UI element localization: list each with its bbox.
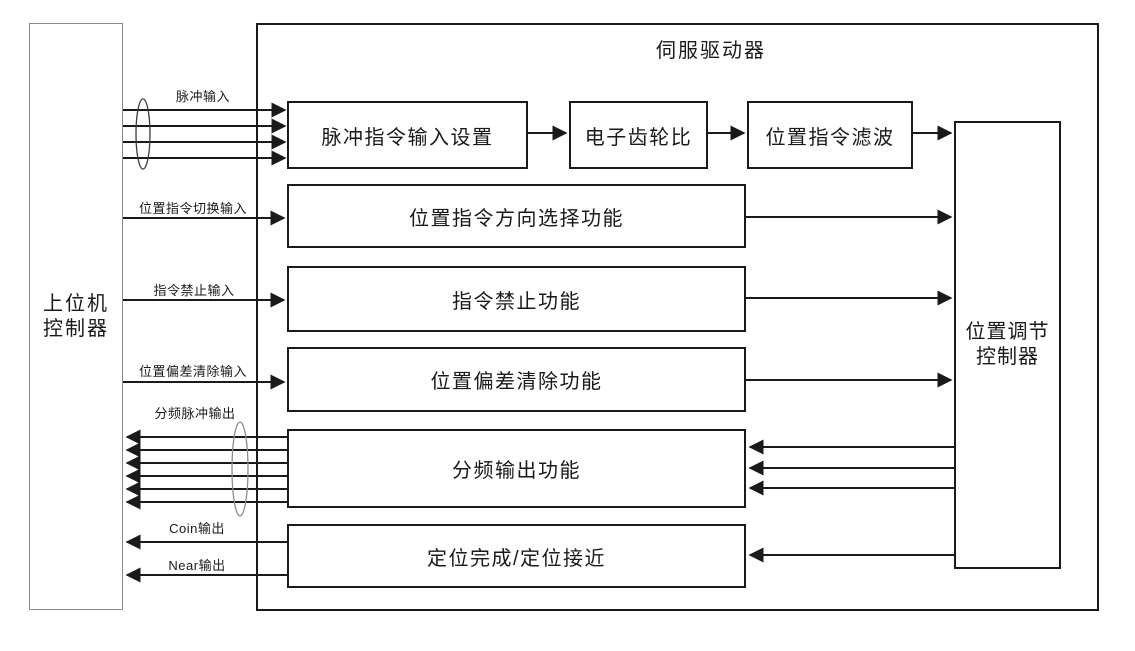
deviation-clear-box: 位置偏差清除功能: [287, 347, 746, 412]
positioning-status-label: 定位完成/定位接近: [426, 547, 607, 570]
electronic-gear-ratio-box: 电子齿轮比: [569, 101, 708, 169]
command-prohibit-box: 指令禁止功能: [287, 266, 746, 332]
signal-label-cmd-switch-input: 位置指令切换输入: [138, 201, 247, 216]
host-controller-box: 上位机 控制器: [29, 23, 123, 610]
position-command-filter-label: 位置指令滤波: [765, 126, 895, 149]
signal-label-deviation-clear-input: 位置偏差清除输入: [138, 364, 247, 379]
freq-division-output-label: 分频输出功能: [452, 460, 581, 482]
position-command-filter-box: 位置指令滤波: [747, 101, 913, 169]
servo-driver-box: [256, 23, 1099, 611]
command-prohibit-label: 指令禁止功能: [452, 290, 581, 313]
signal-label-near-output: Near输出: [168, 558, 226, 573]
host-controller-label-line1: 上位机: [43, 292, 109, 315]
positioning-status-box: 定位完成/定位接近: [287, 524, 746, 588]
signal-label-coin-output: Coin输出: [169, 521, 225, 536]
pulse-command-input-setting-box: 脉冲指令输入设置: [287, 101, 528, 169]
cable-bundle-ellipse-output: [231, 421, 249, 517]
pulse-command-input-setting-label: 脉冲指令输入设置: [321, 126, 494, 149]
freq-div-output-wires: [125, 429, 288, 510]
direction-select-box: 位置指令方向选择功能: [287, 184, 746, 248]
positioning-status-wires: [125, 534, 955, 583]
signal-label-freq-div-pulse-output: 分频脉冲输出: [154, 406, 236, 421]
cable-bundle-ellipse-input: [135, 98, 151, 170]
signal-label-cmd-prohibit-input: 指令禁止输入: [153, 283, 235, 298]
servo-driver-title: 伺服驱动器: [656, 40, 766, 62]
deviation-clear-label: 位置偏差清除功能: [430, 371, 603, 393]
position-adjust-controller-label-line2: 控制器: [976, 346, 1039, 368]
signal-label-pulse-input: 脉冲输入: [175, 89, 230, 104]
freq-division-output-box: 分频输出功能: [287, 429, 746, 508]
position-adjust-controller-label-line1: 位置调节: [965, 321, 1050, 343]
direction-select-label: 位置指令方向选择功能: [409, 207, 624, 230]
position-adjust-controller-box: 位置调节 控制器: [954, 121, 1061, 569]
electronic-gear-ratio-label: 电子齿轮比: [584, 126, 693, 149]
freq-div-feedback-wires: [748, 439, 955, 496]
host-controller-label-line2: 控制器: [43, 317, 109, 340]
